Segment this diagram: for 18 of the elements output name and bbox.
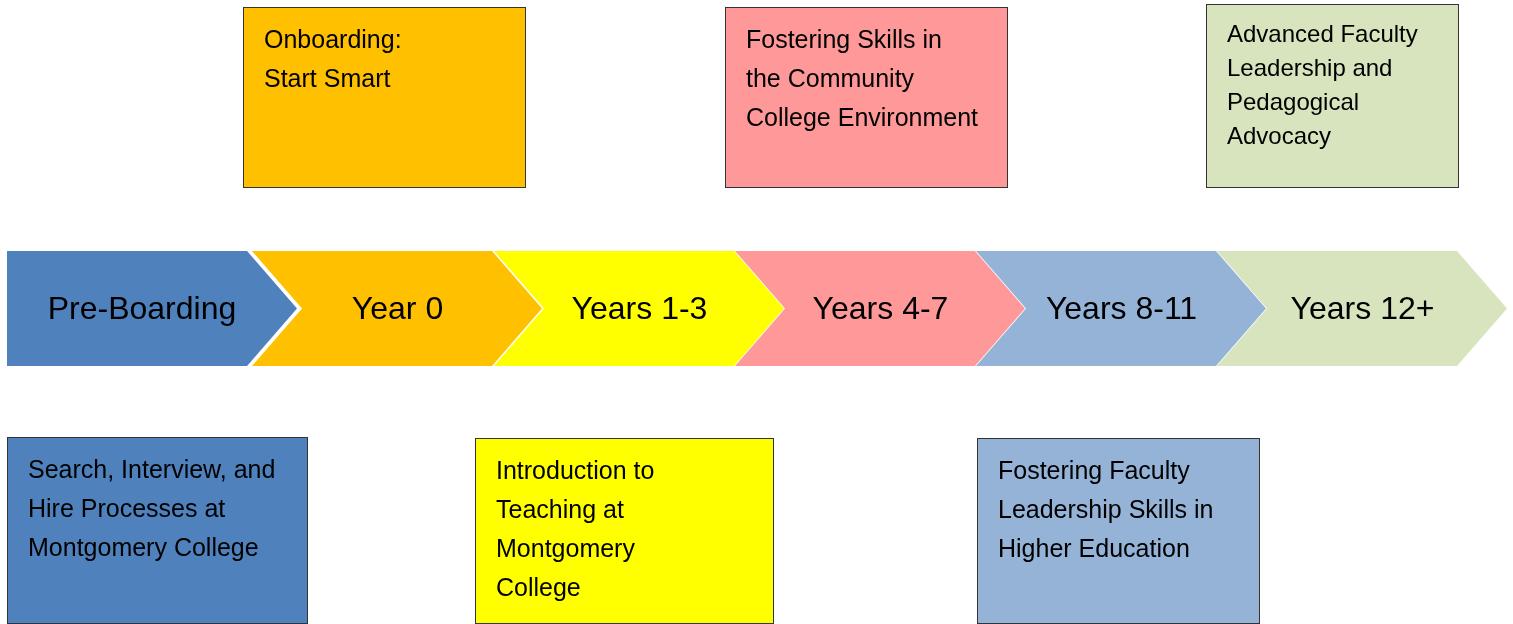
note-box [725,7,1008,188]
stage-label: Pre-Boarding [46,289,238,328]
note-text: Introduction to Teaching at Montgomery College [496,456,655,601]
note-text: Search, Interview, and Hire Processes at Montgomery College [28,455,276,561]
note-box [243,7,526,188]
note-text: Advanced Faculty Leadership and Pedagogical Advocacy [1227,20,1418,149]
note-box [7,437,308,624]
note-text: Onboarding: Start Smart [264,25,402,92]
note-box [1206,4,1459,188]
note-box [977,438,1260,624]
note-box [475,438,774,624]
stage-label: Years 4-7 [811,289,950,328]
note-text: Fostering Skills in the Community College Environment [746,25,979,131]
stage-label: Year 0 [350,289,445,328]
stage-label: Years 8-11 [1044,289,1199,328]
stage-label: Years 1-3 [570,289,709,328]
stage-label: Years 12+ [1289,289,1436,328]
note-text: Fostering Faculty Leadership Skills in Higher Education [998,456,1214,562]
